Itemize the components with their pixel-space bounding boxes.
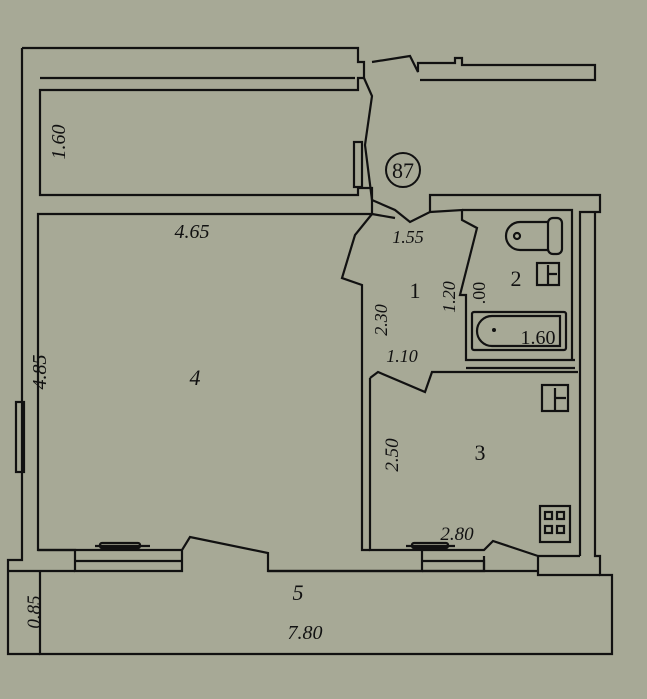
dimension-label: 1.60 <box>521 327 556 349</box>
dimension-label: 1.60 <box>48 125 70 160</box>
dimension-label: 4.85 <box>29 355 51 390</box>
dimension-label: 2.30 <box>371 304 391 336</box>
dimension-label: .00 <box>469 282 489 305</box>
room-number: 5 <box>293 580 304 605</box>
dimension-label: 2.80 <box>440 524 474 545</box>
door-handle-icon <box>406 541 455 550</box>
room-number: 2 <box>511 266 522 291</box>
door-handle-icon <box>95 541 150 550</box>
dimension-label: 1.20 <box>439 281 459 313</box>
room-number: 1 <box>410 278 421 303</box>
bathtub-icon <box>470 310 568 352</box>
sink-icon <box>540 383 570 413</box>
room-number: 3 <box>475 440 486 465</box>
stove-icon <box>538 504 572 544</box>
dimension-label: 1.55 <box>392 227 424 247</box>
apartment-number-badge: 87 <box>385 152 421 188</box>
window <box>352 140 364 189</box>
room-number: 4 <box>190 365 201 390</box>
toilet-icon <box>504 216 564 256</box>
apartment-number: 87 <box>392 158 414 183</box>
dimension-label: 7.80 <box>288 622 323 644</box>
walls <box>6 46 614 656</box>
dimension-label: 0.85 <box>24 595 45 628</box>
dimension-label: 4.65 <box>175 221 210 243</box>
sink-icon <box>535 261 561 287</box>
window <box>14 400 26 474</box>
dimension-label: 2.50 <box>382 438 403 472</box>
dimension-label: 1.10 <box>386 346 418 366</box>
